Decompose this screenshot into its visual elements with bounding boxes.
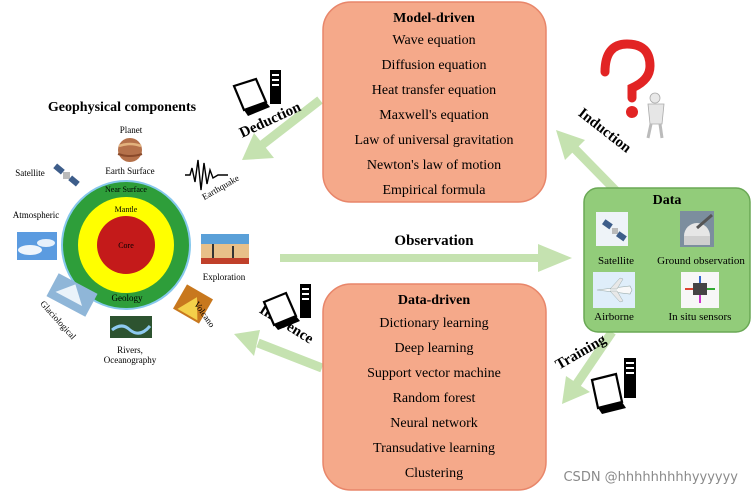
observatory-picture-icon [680, 211, 714, 247]
satellite-icon [53, 163, 80, 187]
induction-arrow [556, 130, 624, 199]
earth-layers-diagram [61, 180, 191, 310]
model-driven-item: Law of universal gravitation [354, 133, 513, 148]
data-box-title: Data [653, 193, 682, 208]
data-driven-item: Random forest [393, 391, 476, 406]
data-driven-item: Transudative learning [373, 441, 495, 456]
data-driven-item: Neural network [390, 416, 477, 431]
data-source-label: In situ sensors [669, 311, 732, 323]
satellite-picture-icon [596, 212, 628, 246]
rivers-label: Rivers, [117, 345, 143, 355]
model-driven-title: Model-driven [393, 11, 475, 26]
model-driven-item: Wave equation [392, 33, 475, 48]
data-source-label: Satellite [598, 255, 634, 267]
question-mark-figure-icon [600, 39, 665, 139]
airplane-picture-icon [593, 272, 635, 308]
near-surface-label: Near Surface [105, 185, 147, 194]
planet-label: Planet [120, 125, 143, 135]
data-driven-item: Deep learning [395, 341, 474, 356]
data-driven-item: Dictionary learning [379, 316, 488, 331]
satellite-label: Satellite [15, 168, 45, 178]
data-source-label: Ground observation [657, 255, 745, 267]
inference-arrow [234, 330, 324, 373]
observation-label: Observation [394, 233, 474, 249]
data-driven-item: Support vector machine [367, 366, 501, 381]
model-driven-item: Empirical formula [382, 183, 486, 198]
geology-label: Geology [112, 293, 143, 303]
model-driven-item: Heat transfer equation [372, 83, 496, 98]
model-driven-item: Diffusion equation [381, 58, 486, 73]
core-label: Core [118, 241, 134, 250]
model-driven-item: Newton's law of motion [367, 158, 501, 173]
computer-icon [232, 70, 281, 116]
data-source-label: Airborne [594, 311, 634, 323]
river-picture-icon [110, 316, 152, 338]
observation-arrow [280, 244, 572, 272]
seismic-wave-icon [185, 159, 228, 191]
sensor-picture-icon [681, 272, 719, 308]
data-driven-title: Data-driven [398, 293, 471, 308]
training-arrow [562, 329, 616, 404]
glacier-picture-icon [46, 273, 98, 317]
exploration-label: Exploration [203, 272, 246, 282]
data-driven-item: Clustering [405, 466, 463, 481]
deduction-arrow [242, 96, 323, 160]
data-box: Data Sat [583, 187, 751, 333]
watermark: CSDN @hhhhhhhhhyyyyyy [563, 470, 738, 485]
induction-label: Induction [575, 105, 635, 157]
oceanography-label: Oceanography [104, 355, 157, 365]
mantle-label: Mantle [115, 205, 138, 214]
sky-picture-icon [17, 232, 57, 260]
model-driven-item: Maxwell's equation [379, 108, 488, 123]
computer-icon [590, 358, 636, 414]
exploration-picture-icon [201, 234, 249, 264]
volcano-picture-icon [173, 284, 213, 324]
earth-surface-label: Earth Surface [105, 166, 154, 176]
computer-icon [262, 284, 311, 330]
atmospheric-label: Atmospheric [13, 210, 60, 220]
geophysical-title: Geophysical components [48, 100, 197, 115]
planet-icon [117, 138, 143, 162]
